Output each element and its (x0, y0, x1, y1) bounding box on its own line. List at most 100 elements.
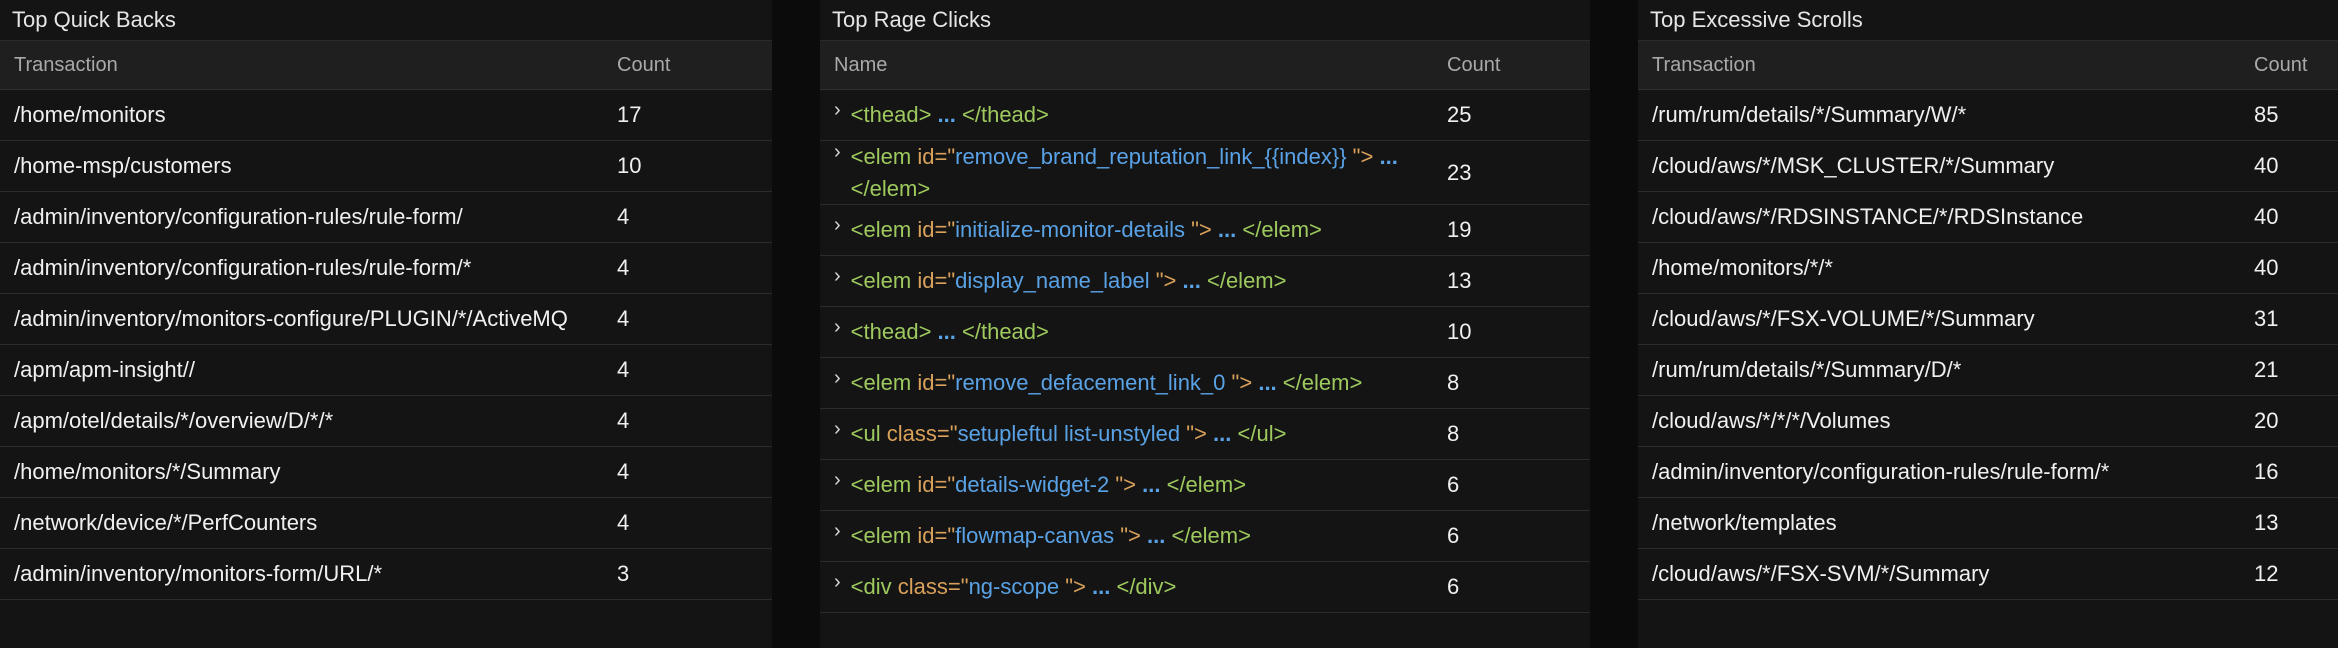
tag-open: <div (850, 574, 892, 599)
chevron-right-icon[interactable]: › (834, 469, 841, 491)
element-markup: <thead> ... </thead> (851, 99, 1049, 131)
count-cell: 23 (1447, 159, 1472, 185)
ellipsis: ... (1379, 143, 1398, 169)
element-markup: <elem id="remove_defacement_link_0 "> ..… (851, 367, 1363, 399)
table-row[interactable]: ›<elem id="details-widget-2 "> ... </ele… (820, 460, 1590, 511)
attr-value: remove_defacement_link_0 (955, 370, 1226, 395)
count-cell: 31 (2254, 306, 2279, 331)
transaction-cell: /admin/inventory/configuration-rules/rul… (14, 255, 472, 280)
chevron-right-icon[interactable]: › (834, 316, 841, 338)
chevron-right-icon[interactable]: › (834, 99, 841, 121)
count-cell: 8 (1447, 370, 1460, 395)
table-header: Transaction Count (0, 41, 772, 90)
attr-value: setupleftul list-unstyled (957, 421, 1181, 446)
element-markup: <thead> ... </thead> (851, 316, 1049, 348)
rage-clicks-panel: Top Rage Clicks Name Count ›<thead> ... … (820, 0, 1590, 648)
chevron-right-icon[interactable]: › (834, 520, 841, 542)
table-row[interactable]: /admin/inventory/configuration-rules/rul… (0, 243, 772, 294)
table-row[interactable]: /apm/apm-insight//4 (0, 345, 772, 396)
table-body: ›<thead> ... </thead>25›<elem id="remove… (820, 90, 1590, 613)
table-row[interactable]: /rum/rum/details/*/Summary/W/*85 (1638, 90, 2338, 141)
chevron-right-icon[interactable]: › (834, 367, 841, 389)
transaction-cell: /home/monitors/*/Summary (14, 459, 281, 484)
chevron-right-icon[interactable]: › (834, 265, 841, 287)
table-row[interactable]: /rum/rum/details/*/Summary/D/*21 (1638, 345, 2338, 396)
table-row[interactable]: /admin/inventory/configuration-rules/rul… (0, 192, 772, 243)
transaction-cell: /admin/inventory/configuration-rules/rul… (14, 204, 463, 229)
tag-close: </div> (1116, 574, 1177, 599)
element-name-cell: ›<elem id="display_name_label "> ... </e… (820, 265, 1447, 297)
element-name-cell: › <thead> ... </thead> (820, 99, 1447, 131)
header-count[interactable]: Count (1447, 53, 1501, 76)
attr-close-quote: "> (1065, 574, 1086, 599)
count-cell: 13 (2254, 510, 2279, 535)
table-row[interactable]: › <elem id="remove_defacement_link_0 "> .… (820, 358, 1590, 409)
table-row[interactable]: /admin/inventory/configuration-rules/rul… (1638, 447, 2338, 498)
ellipsis: ... (1092, 574, 1111, 599)
table-row[interactable]: ›<elem id="remove_brand_reputation_link_… (820, 141, 1590, 205)
element-name-cell: ›<div class="ng-scope "> ... </div> (820, 571, 1447, 603)
header-transaction[interactable]: Transaction (14, 53, 118, 76)
tag-open: <elem (850, 217, 912, 242)
transaction-cell: /home-msp/customers (14, 153, 232, 178)
tag-close: </thead> (962, 319, 1049, 344)
transaction-cell: /admin/inventory/configuration-rules/rul… (1652, 459, 2110, 484)
table-row[interactable]: /home/monitors/*/*40 (1638, 243, 2338, 294)
table-row[interactable]: /admin/inventory/monitors-configure/PLUG… (0, 294, 772, 345)
chevron-right-icon[interactable]: › (834, 418, 841, 440)
tag-open: <thead> (850, 102, 932, 127)
tag-open: <elem (850, 268, 912, 293)
attr-close-quote: "> (1155, 268, 1177, 293)
table-row[interactable]: /apm/otel/details/*/overview/D/*/* 4 (0, 396, 772, 447)
count-cell: 4 (617, 306, 630, 331)
attr-name: class=" (886, 421, 958, 446)
table-row[interactable]: ›<elem id="flowmap-canvas "> ... </elem>… (820, 511, 1590, 562)
count-cell: 4 (617, 408, 630, 433)
header-count[interactable]: Count (2254, 53, 2308, 76)
table-row[interactable]: ›<thead> ... </thead>25 (820, 90, 1590, 141)
transaction-cell: /cloud/aws/*/*/*/Volumes (1652, 408, 1891, 433)
header-count[interactable]: Count (617, 53, 671, 76)
count-cell: 40 (2254, 153, 2279, 178)
element-name-cell: ›<elem id="remove_brand_reputation_link_… (820, 141, 1447, 205)
chevron-right-icon[interactable]: › (834, 140, 841, 163)
attr-value: display_name_label (955, 268, 1150, 293)
table-row[interactable]: ›<elem id="display_name_label "> ... </e… (820, 256, 1590, 307)
transaction-cell: /apm/apm-insight// (14, 357, 195, 382)
ellipsis: ... (1217, 217, 1237, 242)
attr-name: id=" (917, 268, 956, 293)
table-row[interactable]: ›<div class="ng-scope "> ... </div>6 (820, 562, 1590, 613)
table-row[interactable]: ›<elem id="initialize-monitor-details ">… (820, 205, 1590, 256)
attr-close-quote: "> (1191, 217, 1212, 242)
ellipsis: ... (937, 319, 956, 344)
tag-close: </elem> (1166, 472, 1247, 497)
count-cell: 10 (1447, 319, 1472, 344)
table-row[interactable]: /admin/inventory/monitors-form/URL/*3 (0, 549, 772, 600)
count-cell: 3 (617, 561, 630, 586)
count-cell: 40 (2254, 204, 2279, 229)
transaction-cell: /rum/rum/details/*/Summary/W/* (1652, 102, 1967, 127)
ellipsis: ... (1258, 370, 1277, 395)
header-name[interactable]: Name (834, 53, 888, 76)
chevron-right-icon[interactable]: › (834, 571, 841, 593)
panel-title: Top Quick Backs (0, 0, 772, 41)
attr-name: id=" (917, 143, 956, 169)
count-cell: 6 (1447, 523, 1460, 548)
table-row[interactable]: › <thead> ... </thead> 10 (820, 307, 1590, 358)
table-row[interactable]: ›<ul class="setupleftul list-unstyled ">… (820, 409, 1590, 460)
header-transaction[interactable]: Transaction (1652, 53, 1756, 76)
transaction-cell: /apm/otel/details/*/overview/D/*/* (14, 408, 334, 433)
excessive-scrolls-panel: Top Excessive Scrolls Transaction Count … (1638, 0, 2338, 648)
chevron-right-icon[interactable]: › (834, 214, 841, 236)
